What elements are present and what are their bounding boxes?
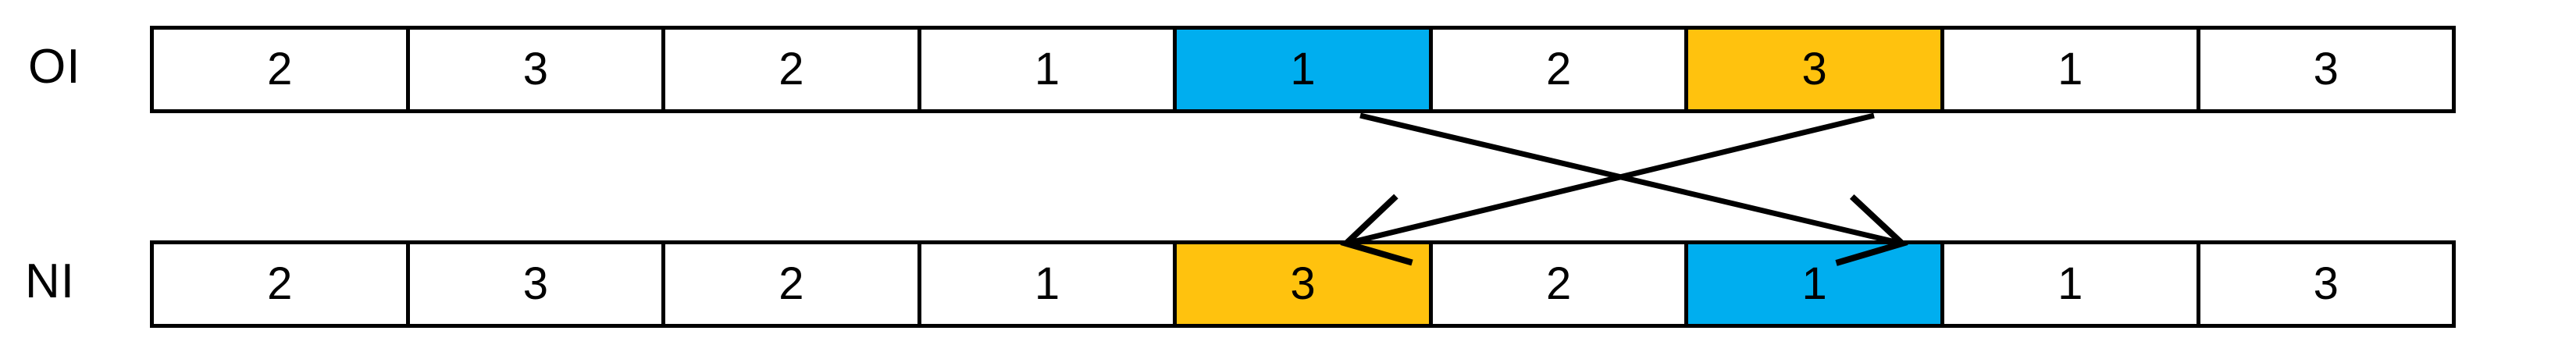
- cell-oi-5[interactable]: 2: [1432, 30, 1689, 109]
- row-label-oi: OI: [28, 40, 81, 94]
- cell-ni-5[interactable]: 2: [1432, 244, 1689, 324]
- cell-oi-0[interactable]: 2: [154, 30, 410, 109]
- cell-oi-2[interactable]: 2: [665, 30, 921, 109]
- cell-ni-6[interactable]: 1: [1688, 244, 1944, 324]
- sequence-row-ni: 2 3 2 1 3 2 1 1 3: [150, 240, 2456, 328]
- cell-ni-4[interactable]: 3: [1177, 244, 1433, 324]
- cell-ni-1[interactable]: 3: [409, 244, 666, 324]
- cell-ni-3[interactable]: 1: [921, 244, 1178, 324]
- cell-oi-7[interactable]: 1: [1944, 30, 2200, 109]
- cell-ni-0[interactable]: 2: [154, 244, 410, 324]
- cell-ni-8[interactable]: 3: [2200, 244, 2453, 324]
- cell-oi-6[interactable]: 3: [1688, 30, 1944, 109]
- cell-ni-7[interactable]: 1: [1944, 244, 2200, 324]
- sequence-row-oi: 2 3 2 1 1 2 3 1 3: [150, 26, 2456, 113]
- row-label-ni: NI: [25, 254, 75, 308]
- cell-ni-2[interactable]: 2: [665, 244, 921, 324]
- cell-oi-1[interactable]: 3: [409, 30, 666, 109]
- cell-oi-4[interactable]: 1: [1177, 30, 1433, 109]
- cell-oi-8[interactable]: 3: [2200, 30, 2453, 109]
- cell-oi-3[interactable]: 1: [921, 30, 1178, 109]
